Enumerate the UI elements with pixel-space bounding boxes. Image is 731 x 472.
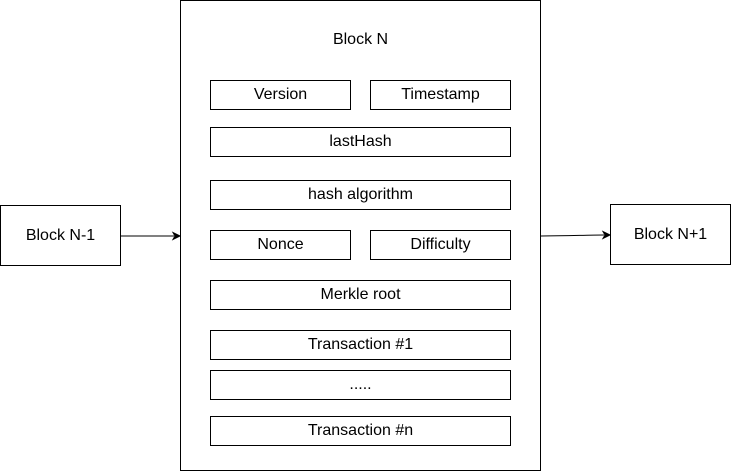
arrow-next-line	[540, 234, 605, 237]
field-merkle-root: Merkle root	[210, 280, 511, 310]
field-last-hash-label: lastHash	[329, 133, 392, 150]
field-hash-algorithm-label: hash algorithm	[308, 186, 413, 203]
field-nonce: Nonce	[210, 230, 351, 260]
field-hash-algorithm: hash algorithm	[210, 180, 511, 210]
field-difficulty-label: Difficulty	[410, 236, 471, 253]
field-ellipsis: .....	[210, 370, 511, 400]
next-block-node: Block N+1	[610, 204, 731, 265]
next-block-label: Block N+1	[633, 225, 708, 243]
block-n-title: Block N	[332, 31, 389, 48]
field-timestamp-label: Timestamp	[401, 86, 480, 103]
field-transaction-first: Transaction #1	[210, 330, 511, 360]
prev-block-label: Block N-1	[25, 226, 96, 244]
field-version-label: Version	[253, 86, 308, 103]
prev-block-node: Block N-1	[0, 205, 121, 266]
arrow-prev-head	[171, 231, 182, 241]
field-nonce-label: Nonce	[257, 236, 304, 253]
field-difficulty: Difficulty	[370, 230, 511, 260]
arrow-block-to-next	[540, 230, 612, 240]
field-transaction-last-label: Transaction #n	[307, 422, 414, 439]
field-merkle-root-label: Merkle root	[320, 286, 401, 303]
field-transaction-first-label: Transaction #1	[307, 336, 414, 353]
field-version: Version	[210, 80, 351, 110]
field-ellipsis-label: .....	[349, 376, 372, 393]
field-transaction-last: Transaction #n	[210, 416, 511, 446]
arrow-prev-to-block	[121, 231, 182, 241]
field-timestamp: Timestamp	[370, 80, 511, 110]
field-last-hash: lastHash	[210, 127, 511, 157]
arrow-next-head	[601, 230, 612, 240]
